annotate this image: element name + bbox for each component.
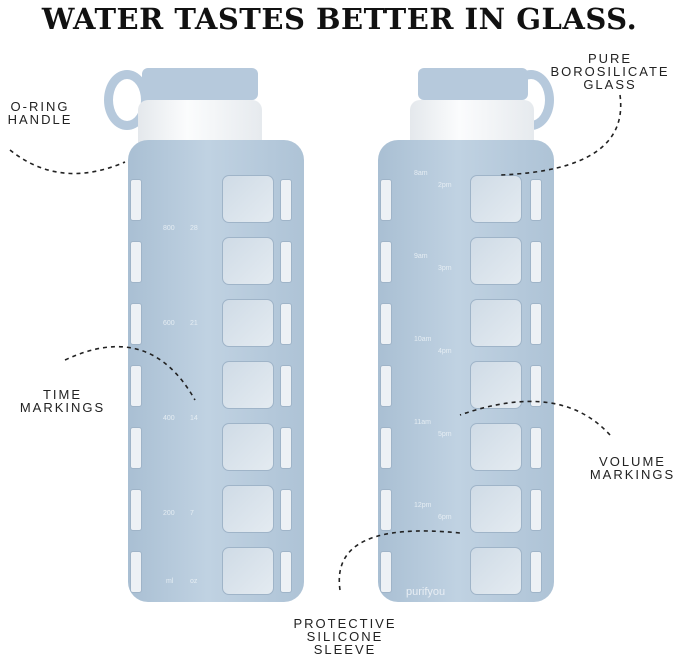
sleeve-window bbox=[222, 423, 274, 471]
time-mark: 3pm bbox=[438, 265, 452, 272]
side-cutout bbox=[280, 241, 292, 283]
headline: WATER TASTES BETTER IN GLASS. bbox=[41, 2, 638, 36]
side-cutout bbox=[380, 489, 392, 531]
side-cutout bbox=[530, 427, 542, 469]
side-cutout bbox=[380, 551, 392, 593]
sleeve-window bbox=[222, 299, 274, 347]
sleeve-window bbox=[222, 175, 274, 223]
side-cutout bbox=[130, 427, 142, 469]
sleeve-window bbox=[470, 547, 522, 595]
volume-mark-oz: 21 bbox=[190, 320, 198, 327]
sleeve-window bbox=[470, 237, 522, 285]
side-cutout bbox=[130, 551, 142, 593]
time-mark: 10am bbox=[414, 336, 432, 343]
sleeve-window bbox=[222, 237, 274, 285]
time-mark: 8am bbox=[414, 170, 428, 177]
time-mark: 6pm bbox=[438, 514, 452, 521]
side-cutout bbox=[380, 427, 392, 469]
side-cutout bbox=[530, 241, 542, 283]
sleeve-window bbox=[470, 423, 522, 471]
unit-oz: oz bbox=[190, 578, 198, 585]
side-cutout bbox=[130, 179, 142, 221]
bottle-cap bbox=[418, 68, 528, 100]
time-mark: 4pm bbox=[438, 348, 452, 355]
side-cutout bbox=[530, 365, 542, 407]
side-cutout bbox=[130, 241, 142, 283]
sleeve-window bbox=[222, 361, 274, 409]
volume-mark-ml: 800 bbox=[163, 225, 175, 232]
side-cutout bbox=[280, 551, 292, 593]
sleeve-window bbox=[470, 175, 522, 223]
time-mark: 11am bbox=[414, 419, 431, 426]
volume-mark-oz: 7 bbox=[190, 510, 194, 517]
bottle-cap bbox=[142, 68, 258, 100]
sleeve-window bbox=[222, 547, 274, 595]
side-cutout bbox=[380, 241, 392, 283]
time-mark: 9am bbox=[414, 253, 428, 260]
volume-mark-ml: 600 bbox=[163, 320, 175, 327]
silicone-sleeve bbox=[128, 140, 304, 602]
volume-mark-ml: 200 bbox=[163, 510, 175, 517]
side-cutout bbox=[130, 365, 142, 407]
sleeve-window bbox=[470, 485, 522, 533]
arrow-o-ring bbox=[9, 149, 126, 175]
arrow-glass bbox=[499, 94, 622, 176]
time-mark: 2pm bbox=[438, 182, 452, 189]
side-cutout bbox=[380, 365, 392, 407]
arrow-sleeve bbox=[338, 530, 461, 591]
side-cutout bbox=[530, 303, 542, 345]
side-cutout bbox=[280, 179, 292, 221]
silicone-sleeve bbox=[378, 140, 554, 602]
sleeve-window bbox=[470, 299, 522, 347]
unit-ml: ml bbox=[166, 578, 174, 585]
volume-mark-oz: 28 bbox=[190, 225, 198, 232]
volume-mark-ml: 400 bbox=[163, 415, 175, 422]
side-cutout bbox=[530, 551, 542, 593]
side-cutout bbox=[280, 365, 292, 407]
time-mark: 12pm bbox=[414, 502, 432, 509]
side-cutout bbox=[130, 489, 142, 531]
side-cutout bbox=[280, 489, 292, 531]
side-cutout bbox=[380, 179, 392, 221]
arrow-volume bbox=[459, 400, 611, 436]
side-cutout bbox=[130, 303, 142, 345]
brand-logo: purifyou bbox=[406, 586, 446, 598]
side-cutout bbox=[280, 427, 292, 469]
side-cutout bbox=[380, 303, 392, 345]
sleeve-window bbox=[222, 485, 274, 533]
side-cutout bbox=[280, 303, 292, 345]
side-cutout bbox=[530, 179, 542, 221]
time-mark: 5pm bbox=[438, 431, 452, 438]
sleeve-window bbox=[470, 361, 522, 409]
volume-mark-oz: 14 bbox=[190, 415, 198, 422]
side-cutout bbox=[530, 489, 542, 531]
